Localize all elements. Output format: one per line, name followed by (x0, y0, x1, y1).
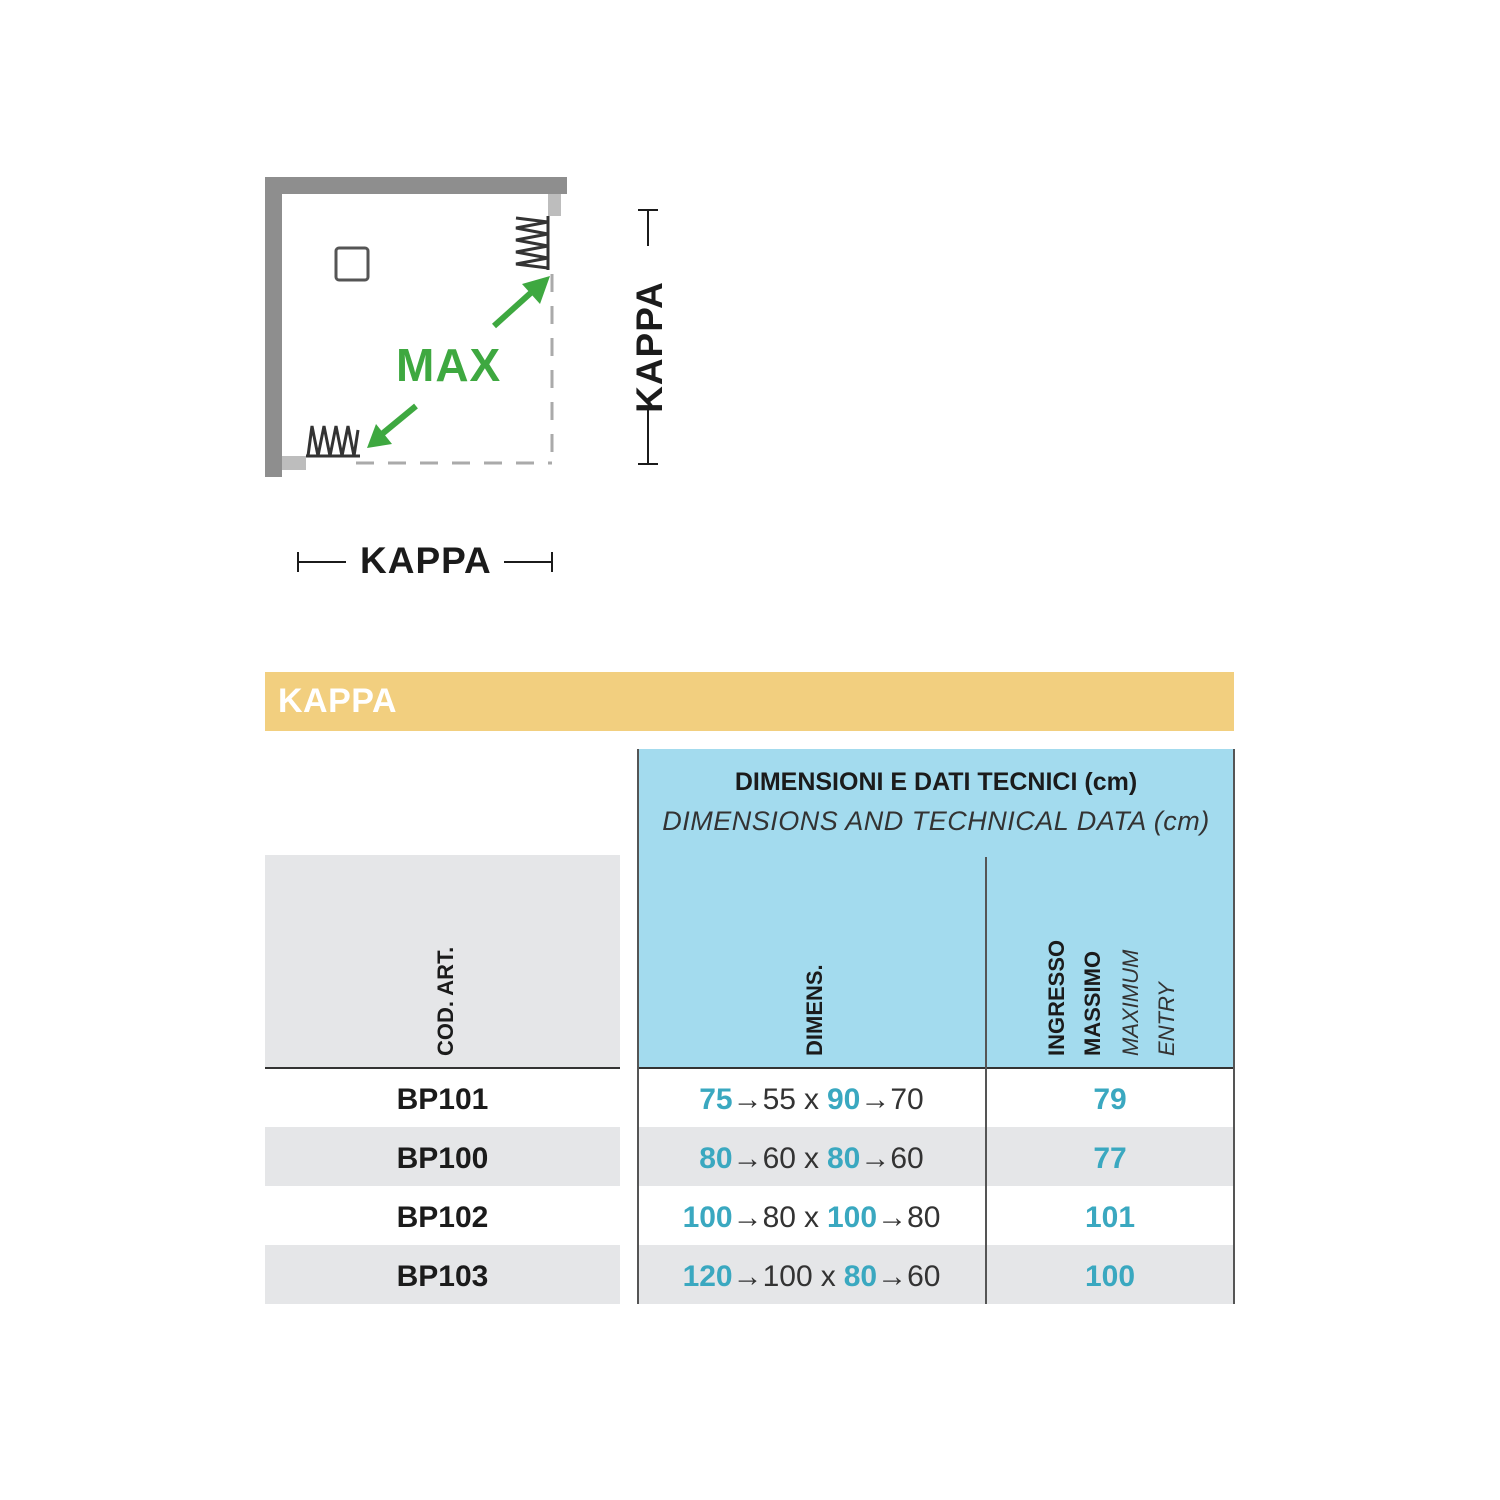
group-header-subtitle: DIMENSIONS AND TECHNICAL DATA (cm) (662, 806, 1210, 836)
row-background (265, 1127, 620, 1186)
column-divider (985, 857, 987, 1304)
spring-hinge-icon (306, 425, 360, 458)
left-wall (265, 177, 282, 477)
header-rule (265, 1067, 620, 1069)
max-entry-label: MAX (396, 339, 502, 391)
column-header-code: COD. ART. (433, 946, 458, 1056)
top-wall-profile (548, 194, 561, 216)
diagram-drawing (265, 177, 658, 572)
column-header-dimensions: DIMENS. (802, 964, 827, 1056)
width-dimension-line (297, 552, 553, 572)
product-title: KAPPA (278, 682, 397, 720)
max-entry-value: 79 (1093, 1083, 1127, 1116)
article-code: BP100 (396, 1142, 489, 1175)
row-background (265, 1245, 620, 1304)
article-code: BP101 (396, 1083, 489, 1116)
column-divider (1233, 749, 1235, 1304)
column-header-entry-line1: INGRESSO (1044, 939, 1069, 1056)
max-entry-value: 100 (1084, 1260, 1136, 1293)
column-header-entry-line2: MASSIMO (1080, 950, 1105, 1056)
top-wall (265, 177, 567, 194)
spring-hinge-icon (515, 216, 550, 270)
dimensions-header-block (638, 749, 1234, 1067)
height-label: KAPPA (629, 281, 670, 413)
double-arrow-icon (367, 276, 550, 448)
max-entry-value: 101 (1084, 1201, 1136, 1234)
product-title-bar: KAPPA (265, 672, 1234, 731)
shower-drain-icon (334, 246, 370, 282)
left-wall-profile (282, 456, 306, 470)
row-background (638, 1245, 1234, 1304)
max-entry-value: 77 (1093, 1142, 1127, 1175)
article-code: BP103 (396, 1260, 489, 1293)
header-rule (638, 1067, 1234, 1069)
height-dimension-line (638, 209, 658, 465)
door-outline (356, 274, 554, 465)
column-header-entry-line3: MAXIMUM (1118, 949, 1143, 1056)
code-header-block (265, 855, 620, 1067)
column-header-entry-line4: ENTRY (1154, 982, 1179, 1056)
group-header-title: DIMENSIONI E DATI TECNICI (cm) (734, 768, 1138, 796)
column-divider (637, 749, 639, 1304)
shower-enclosure-diagram: MAX KAPPA KAPPA (230, 160, 710, 620)
width-label: KAPPA (360, 540, 492, 581)
article-code: BP102 (396, 1201, 489, 1234)
row-background (638, 1127, 1234, 1186)
